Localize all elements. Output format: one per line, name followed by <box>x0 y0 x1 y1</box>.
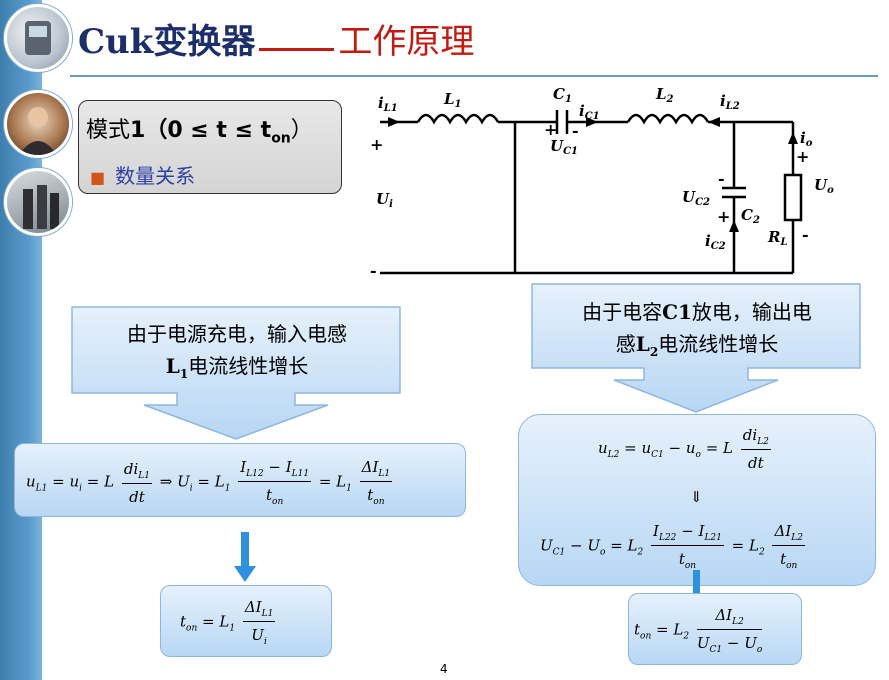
label-C2: C2 <box>741 206 760 226</box>
left-callout-shape <box>71 306 401 440</box>
plus-input: + <box>370 135 383 154</box>
bullet-icon: ■ <box>90 168 106 187</box>
minus-c1: - <box>572 121 579 140</box>
cuk-circuit-diagram: iL1 L1 C1 iC1 UC1 L2 iL2 io Uo UC2 C2 RL… <box>370 85 834 280</box>
minus-c2: - <box>718 169 725 188</box>
label-UC2: UC2 <box>682 188 710 208</box>
mode-box <box>78 100 342 194</box>
title-rule <box>70 75 878 77</box>
left-equation-box <box>14 443 466 517</box>
business-photo <box>4 168 72 236</box>
minus-input: - <box>370 261 377 280</box>
label-C1: C1 <box>553 85 572 105</box>
minus-rl: - <box>802 225 809 244</box>
right-callout-shape <box>531 283 861 413</box>
label-Ui: Ui <box>376 190 393 210</box>
plus-c2: + <box>717 207 730 226</box>
left-note: 由于电源充电，输入电感 L1电流线性增长 <box>127 322 347 381</box>
label-UC1: UC1 <box>550 137 578 157</box>
page-number: 4 <box>440 662 448 676</box>
page-title: Cuk变换器工作原理 <box>78 22 475 62</box>
label-iL2: iL2 <box>720 92 740 112</box>
label-iL1: iL1 <box>378 94 398 114</box>
mode-subheading: ■数量关系 <box>90 164 196 188</box>
person-photo <box>4 90 72 158</box>
label-iC1: iC1 <box>579 102 600 122</box>
plus-c1: + <box>544 120 557 139</box>
label-L1: L1 <box>443 90 462 110</box>
label-Uo: Uo <box>814 176 834 196</box>
label-L2: L2 <box>655 85 674 105</box>
right-equation-box <box>518 414 876 586</box>
mode-heading: 模式1（0 ≤ t ≤ ton） <box>86 118 313 147</box>
phone-photo <box>4 4 72 72</box>
label-io: io <box>800 129 813 149</box>
label-iC2: iC2 <box>705 232 726 252</box>
right-note: 由于电容C1放电，输出电 感L2电流线性增长 <box>582 300 812 359</box>
plus-rl: + <box>796 147 809 166</box>
left-down-arrow <box>234 532 256 582</box>
title-dash <box>259 47 335 51</box>
label-RL: RL <box>767 228 788 248</box>
implies-arrow: ⇓ <box>690 488 703 506</box>
